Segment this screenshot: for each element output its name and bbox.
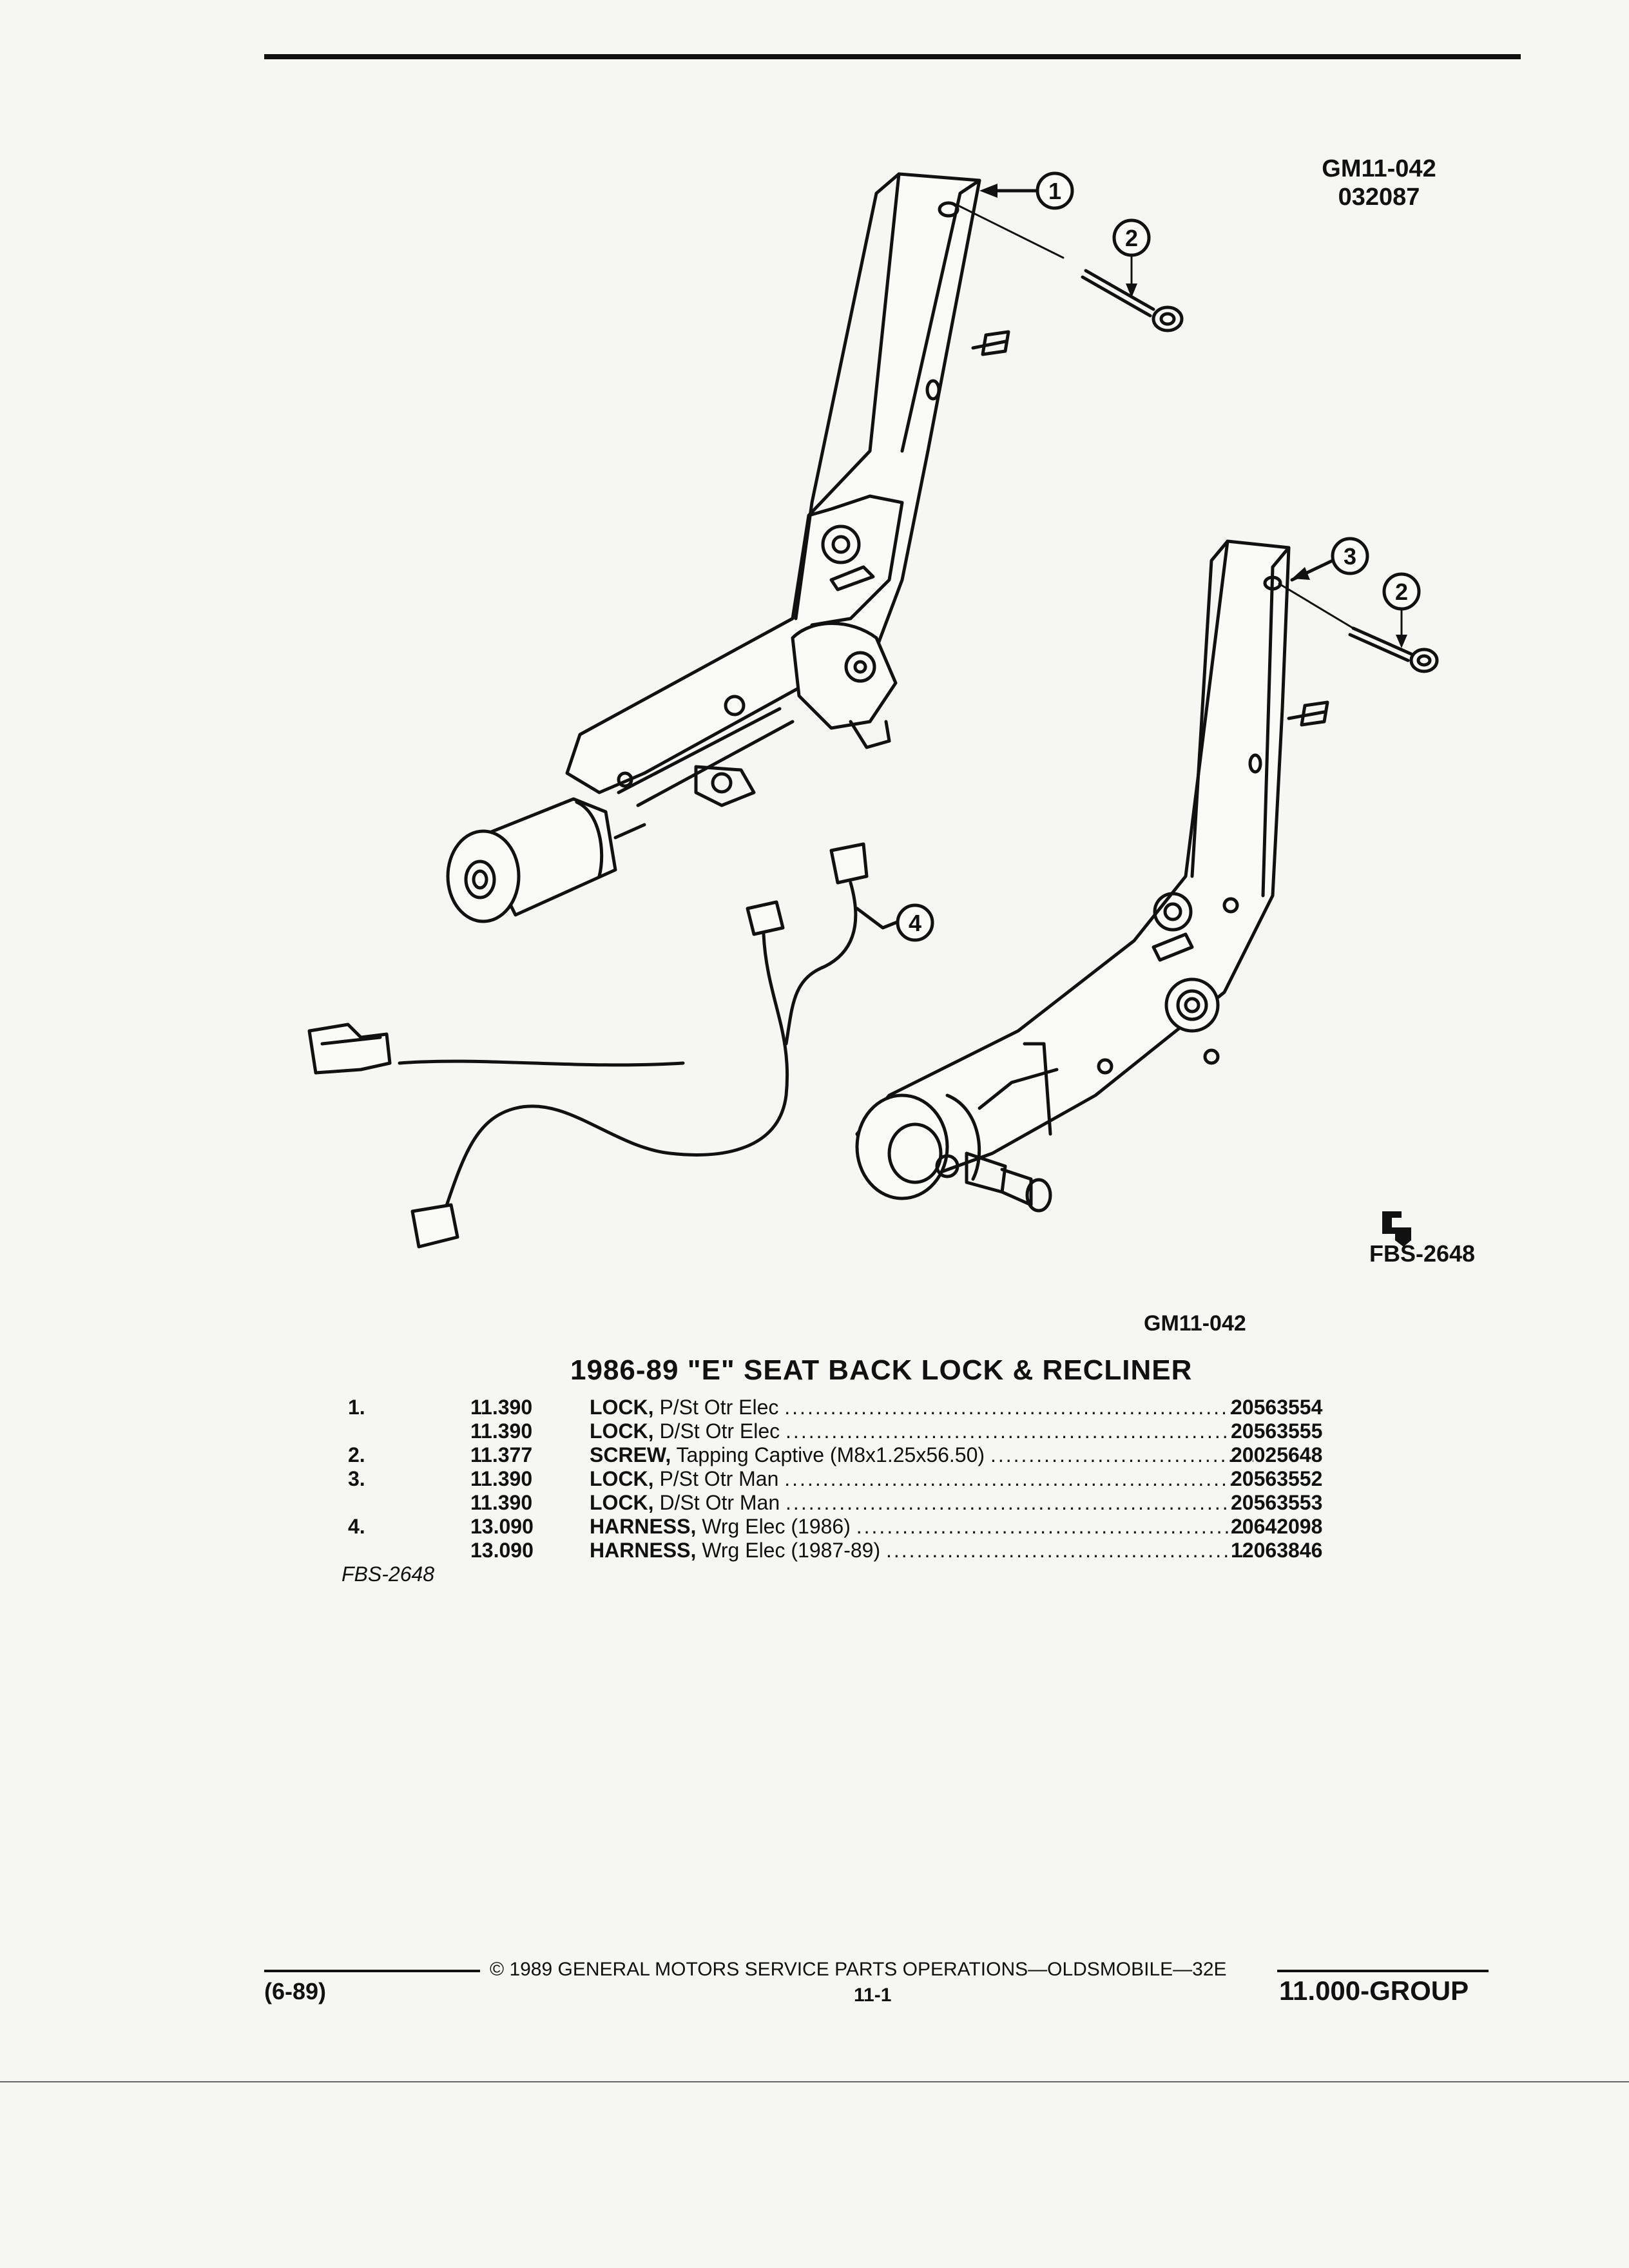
footer-page-number: 11-1 bbox=[854, 1984, 892, 2006]
part-number: 20025648 bbox=[1231, 1443, 1323, 1466]
part-number: 12063846 bbox=[1231, 1539, 1323, 1562]
part-detail: Wrg Elec (1986) bbox=[696, 1515, 851, 1538]
parts-row: 11.390 LOCK, D/St Otr Man ..............… bbox=[309, 1491, 1431, 1515]
footer-date: (6-89) bbox=[264, 1978, 327, 2004]
manual-recliner-lock bbox=[855, 539, 1329, 1213]
callout-2-upper: 2 bbox=[1125, 225, 1138, 251]
part-name: SCREW, bbox=[590, 1443, 671, 1466]
callout-1: 1 bbox=[1048, 178, 1061, 204]
part-name: LOCK, bbox=[590, 1467, 654, 1490]
figure-code: GM11-042 032087 bbox=[1315, 155, 1443, 211]
footer-copyright: © 1989 GENERAL MOTORS SERVICE PARTS OPER… bbox=[490, 1959, 1227, 1980]
part-name: LOCK, bbox=[590, 1396, 654, 1419]
part-description: LOCK, P/St Otr Elec ....................… bbox=[590, 1396, 1253, 1419]
parts-row: 13.090 HARNESS, Wrg Elec (1987-89) .....… bbox=[309, 1539, 1431, 1562]
screw-lower bbox=[1348, 626, 1439, 673]
item-number: 4. bbox=[348, 1515, 365, 1538]
part-name: HARNESS, bbox=[590, 1539, 697, 1562]
footer-rule-left bbox=[264, 1970, 480, 1972]
parts-row: 4. 13.090 HARNESS, Wrg Elec (1986) .....… bbox=[309, 1515, 1431, 1539]
part-number: 20563552 bbox=[1231, 1467, 1323, 1490]
item-number: 1. bbox=[348, 1396, 365, 1419]
group-number: 11.390 bbox=[470, 1396, 533, 1419]
part-name: LOCK, bbox=[590, 1491, 654, 1514]
parts-row: 2. 11.377 SCREW, Tapping Captive (M8x1.2… bbox=[309, 1443, 1431, 1467]
part-number: 20563553 bbox=[1231, 1491, 1323, 1514]
parts-row: 3. 11.390 LOCK, P/St Otr Man ...........… bbox=[309, 1467, 1431, 1491]
figure-code-id: GM11-042 bbox=[1322, 155, 1436, 182]
part-description: LOCK, P/St Otr Man .....................… bbox=[590, 1467, 1253, 1490]
top-rule bbox=[264, 54, 1521, 59]
recliner-diagram: 1 2 3 2 4 FBS-2648 bbox=[307, 171, 1475, 1267]
mark-symbol-icon bbox=[1382, 1211, 1411, 1247]
part-description: HARNESS, Wrg Elec (1986) ...............… bbox=[590, 1515, 1253, 1538]
group-number: 13.090 bbox=[470, 1515, 534, 1538]
figure-code-date: 032087 bbox=[1338, 184, 1420, 211]
part-detail: P/St Otr Man bbox=[653, 1467, 779, 1490]
part-description: SCREW, Tapping Captive (M8x1.25x56.50) .… bbox=[590, 1443, 1253, 1466]
part-description: LOCK, D/St Otr Elec ....................… bbox=[590, 1419, 1253, 1443]
item-number: 2. bbox=[348, 1443, 365, 1466]
part-number: 20642098 bbox=[1231, 1515, 1323, 1538]
parts-list: 1. 11.390 LOCK, P/St Otr Elec ..........… bbox=[309, 1396, 1431, 1562]
group-number: 11.377 bbox=[470, 1443, 533, 1466]
part-description: LOCK, D/St Otr Man .....................… bbox=[590, 1491, 1253, 1514]
page-title: 1986-89 "E" SEAT BACK LOCK & RECLINER bbox=[570, 1354, 1193, 1386]
source-code: FBS-2648 bbox=[342, 1562, 435, 1586]
part-detail: D/St Otr Man bbox=[653, 1491, 780, 1514]
group-number: 11.390 bbox=[470, 1491, 533, 1514]
wiring-harness bbox=[307, 842, 869, 1249]
part-detail: D/St Otr Elec bbox=[653, 1419, 780, 1443]
scan-edge-line bbox=[0, 2081, 1629, 2082]
callout-3: 3 bbox=[1344, 543, 1356, 570]
callout-4: 4 bbox=[909, 910, 921, 936]
screw-upper bbox=[1081, 269, 1184, 332]
part-name: HARNESS, bbox=[590, 1515, 697, 1538]
group-number: 13.090 bbox=[470, 1539, 534, 1562]
parts-row: 1. 11.390 LOCK, P/St Otr Elec ..........… bbox=[309, 1396, 1431, 1419]
part-name: LOCK, bbox=[590, 1419, 654, 1443]
mark-code: FBS-2648 bbox=[1369, 1240, 1475, 1267]
part-detail: Tapping Captive (M8x1.25x56.50) bbox=[671, 1443, 985, 1466]
parts-row: 11.390 LOCK, D/St Otr Elec .............… bbox=[309, 1419, 1431, 1443]
callout-2-lower: 2 bbox=[1395, 579, 1408, 605]
item-number: 3. bbox=[348, 1467, 365, 1490]
caption-code: GM11-042 bbox=[1144, 1311, 1246, 1336]
part-detail: P/St Otr Elec bbox=[653, 1396, 779, 1419]
part-detail: Wrg Elec (1987-89) bbox=[696, 1539, 881, 1562]
part-number: 20563554 bbox=[1231, 1396, 1323, 1419]
footer-group: 11.000-GROUP bbox=[1279, 1975, 1469, 2006]
part-number: 20563555 bbox=[1231, 1419, 1323, 1443]
group-number: 11.390 bbox=[470, 1419, 533, 1443]
group-number: 11.390 bbox=[470, 1467, 533, 1490]
power-recliner-lock bbox=[446, 172, 1010, 923]
footer-rule-right bbox=[1277, 1970, 1489, 1972]
part-description: HARNESS, Wrg Elec (1987-89) ............… bbox=[590, 1539, 1253, 1562]
